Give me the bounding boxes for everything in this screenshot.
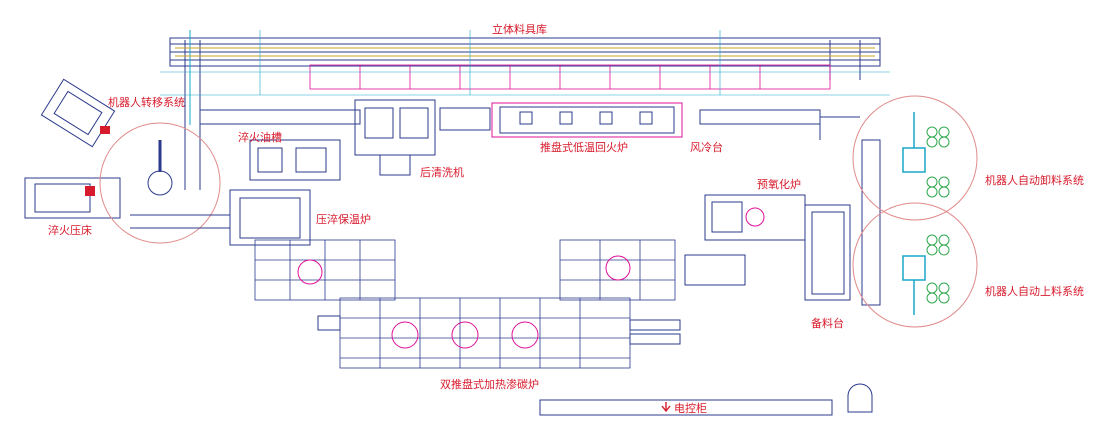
label-air-cool: 风冷台: [690, 141, 723, 154]
right-robot-circles: [852, 95, 978, 328]
press-hold-furnace: [130, 189, 311, 246]
tempering-furnace: [491, 102, 683, 138]
left-carb-chamber: [297, 259, 323, 285]
label-carburizing: 双推盘式加热渗碳炉: [440, 378, 539, 391]
label-auto-unload: 机器人自动卸料系统: [985, 174, 1084, 187]
label-post-wash: 后清洗机: [420, 166, 464, 179]
label-control-cabinet: 电控柜: [674, 402, 707, 415]
label-staging: 备料台: [811, 317, 844, 330]
control-cabinet-box: [539, 399, 833, 416]
warehouse-guides: [160, 30, 890, 96]
robot-transfer-units: [24, 78, 121, 219]
warehouse-frame: [169, 30, 881, 190]
carburizing-chambers: [391, 321, 539, 349]
right-pallet-stacks: [926, 126, 950, 304]
post-wash-machine: [354, 99, 436, 176]
label-auto-load: 机器人自动上料系统: [985, 285, 1084, 298]
label-press-hold: 压淬保温炉: [316, 213, 371, 226]
right-carb-chamber: [605, 255, 631, 281]
carb-pushers: [317, 315, 681, 345]
label-warehouse: 立体料具库: [492, 23, 547, 36]
pre-oxidation-furnace: [684, 194, 806, 286]
warehouse-racks: [309, 64, 831, 90]
door-symbol: [847, 383, 873, 413]
staging-conveyor: [804, 117, 881, 306]
carburizing-furnace: [339, 297, 631, 369]
warehouse-rail: [175, 47, 875, 57]
label-quench-tank: 淬火油槽: [238, 131, 282, 144]
top-conveyor: [199, 107, 860, 131]
left-carb-block: [254, 239, 396, 301]
quench-oil-tank: [249, 139, 341, 181]
press-marker: [85, 186, 95, 196]
right-robots: [902, 112, 926, 315]
label-robot-transfer: 机器人转移系统: [108, 96, 185, 109]
transfer-marker: [100, 126, 110, 134]
label-tempering: 推盘式低温回火炉: [540, 141, 628, 154]
down-arrow-icon: [661, 402, 671, 413]
right-carb-block: [559, 239, 676, 301]
label-quench-press: 淬火压床: [48, 224, 92, 237]
label-pre-oxidation: 预氧化炉: [757, 178, 801, 191]
